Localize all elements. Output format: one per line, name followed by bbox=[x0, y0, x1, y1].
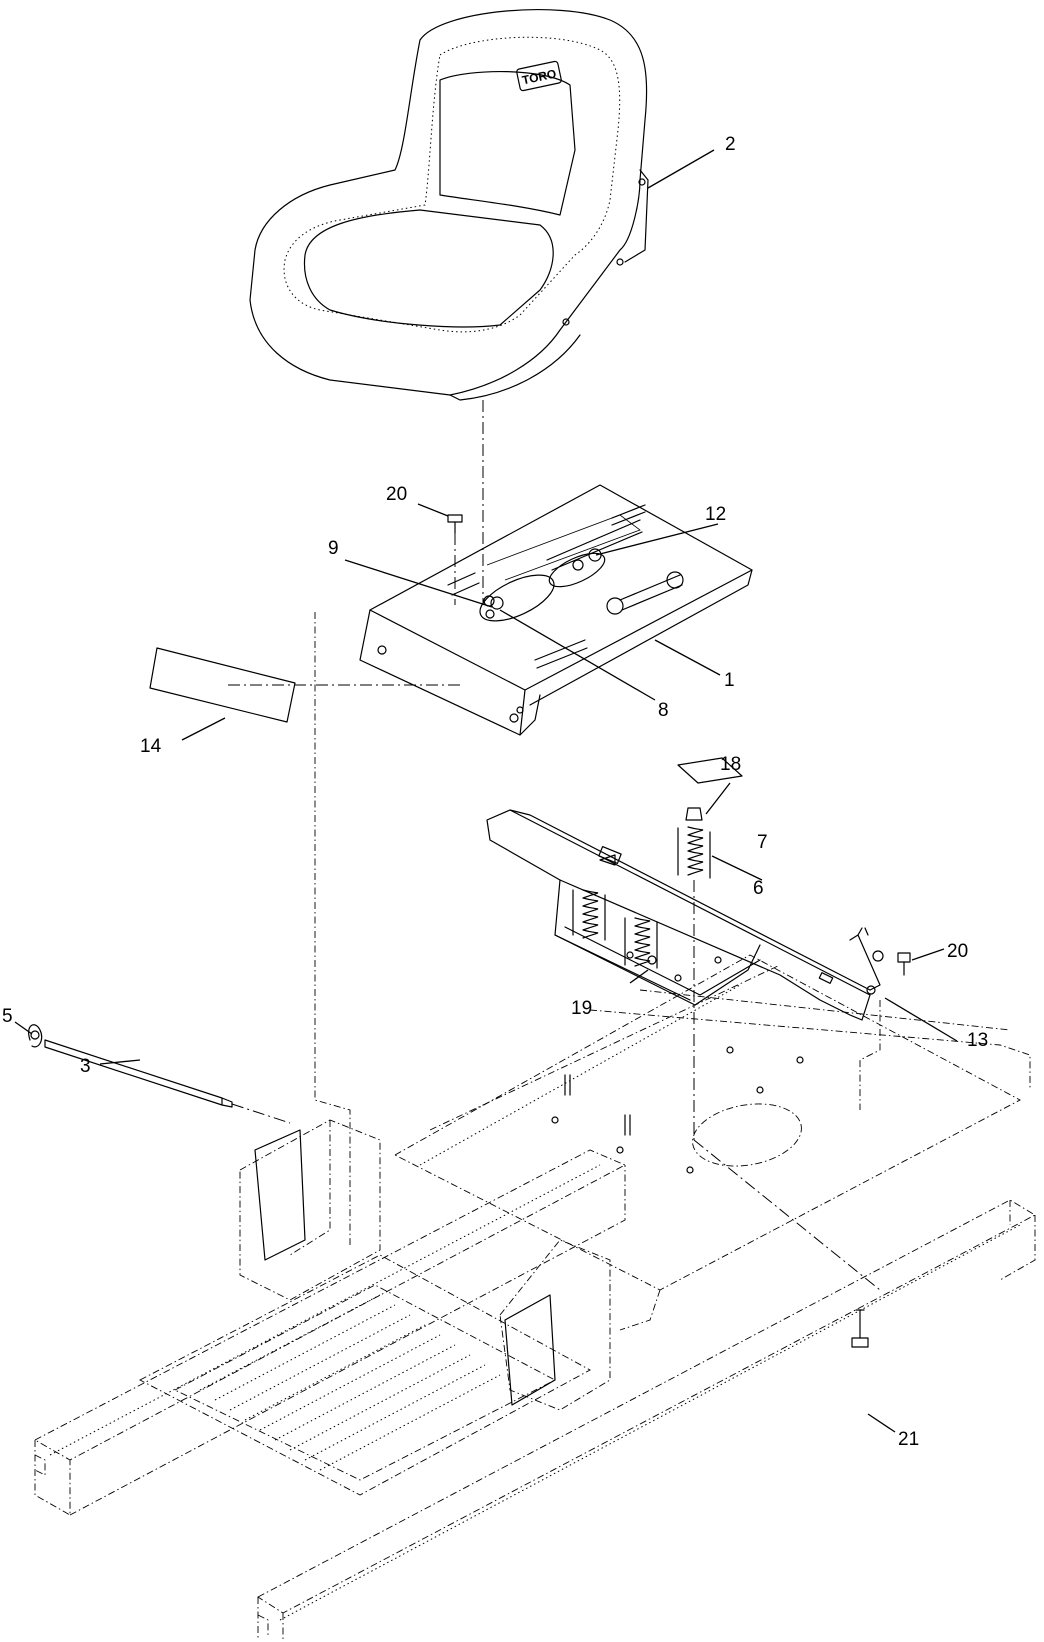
bolt-21 bbox=[851, 1309, 869, 1348]
stud-9 bbox=[485, 609, 495, 619]
seat-plate bbox=[359, 484, 753, 736]
callout-2: 2 bbox=[725, 134, 736, 155]
callout-21: 21 bbox=[898, 1429, 919, 1450]
bolt-20-upper bbox=[447, 514, 463, 605]
bolt-20-lower bbox=[897, 952, 911, 976]
callout-20-upper: 20 bbox=[386, 484, 407, 505]
hairpin-clip-5 bbox=[28, 1024, 43, 1048]
spring-mid bbox=[624, 917, 658, 969]
callout-13: 13 bbox=[967, 1030, 988, 1051]
callout-1: 1 bbox=[724, 670, 735, 691]
washer-8 bbox=[490, 596, 504, 610]
leader-lines bbox=[14, 149, 958, 1433]
callout-14: 14 bbox=[140, 736, 162, 757]
cap-7 bbox=[685, 807, 703, 821]
spring-6 bbox=[677, 826, 711, 879]
callout-18: 18 bbox=[720, 754, 741, 775]
callout-5: 5 bbox=[2, 1006, 13, 1027]
spring-left bbox=[572, 889, 606, 941]
callout-7: 7 bbox=[757, 832, 768, 853]
decal-14 bbox=[149, 647, 460, 723]
pad-18 bbox=[677, 757, 743, 784]
nut-12 bbox=[588, 548, 602, 562]
callout-labels: 2 20 12 9 8 1 14 18 7 6 20 19 13 5 3 21 bbox=[2, 134, 988, 1450]
seat: TORO bbox=[249, 9, 649, 401]
callout-8: 8 bbox=[658, 700, 669, 721]
callout-9: 9 bbox=[328, 538, 339, 559]
suspension-assembly bbox=[486, 757, 911, 1140]
callout-19: 19 bbox=[571, 998, 592, 1019]
callout-12: 12 bbox=[705, 504, 726, 525]
pivot-rod-3 bbox=[44, 1039, 291, 1124]
callout-20-lower: 20 bbox=[947, 941, 968, 962]
callout-6: 6 bbox=[753, 878, 764, 899]
callout-3: 3 bbox=[80, 1056, 91, 1077]
mower-frame bbox=[34, 612, 1036, 1642]
